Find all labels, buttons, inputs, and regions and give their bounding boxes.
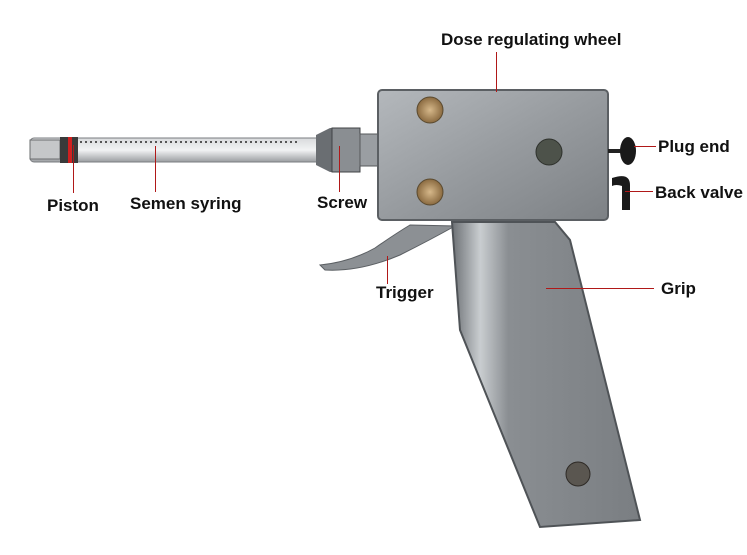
plug-end-knob <box>620 137 636 165</box>
label-dose-regulating-wheel: Dose regulating wheel <box>441 30 622 49</box>
label-back-valve: Back valve <box>655 183 743 202</box>
leader-grip <box>546 288 654 289</box>
label-semen-syringe: Semen syring <box>130 194 242 213</box>
label-trigger: Trigger <box>376 283 434 302</box>
grip-handle <box>450 221 642 529</box>
leader-syringe <box>155 146 156 192</box>
body-screw-icon <box>416 178 444 206</box>
leader-back-valve <box>625 191 653 192</box>
grip-screw-icon <box>565 461 591 487</box>
label-screw: Screw <box>317 193 368 212</box>
label-plug-end: Plug end <box>658 137 730 156</box>
label-piston: Piston <box>47 196 99 215</box>
label-grip: Grip <box>661 279 696 298</box>
body-screw-icon <box>416 96 444 124</box>
leader-dose-wheel <box>496 52 497 92</box>
screw-nut <box>316 127 379 173</box>
gun-body-block <box>377 89 609 221</box>
body-screw-icon <box>535 138 563 166</box>
leader-trigger <box>387 256 388 284</box>
back-valve-lever <box>612 176 630 210</box>
leader-screw <box>339 146 340 192</box>
leader-piston <box>73 145 74 193</box>
leader-plug-end <box>634 146 656 147</box>
